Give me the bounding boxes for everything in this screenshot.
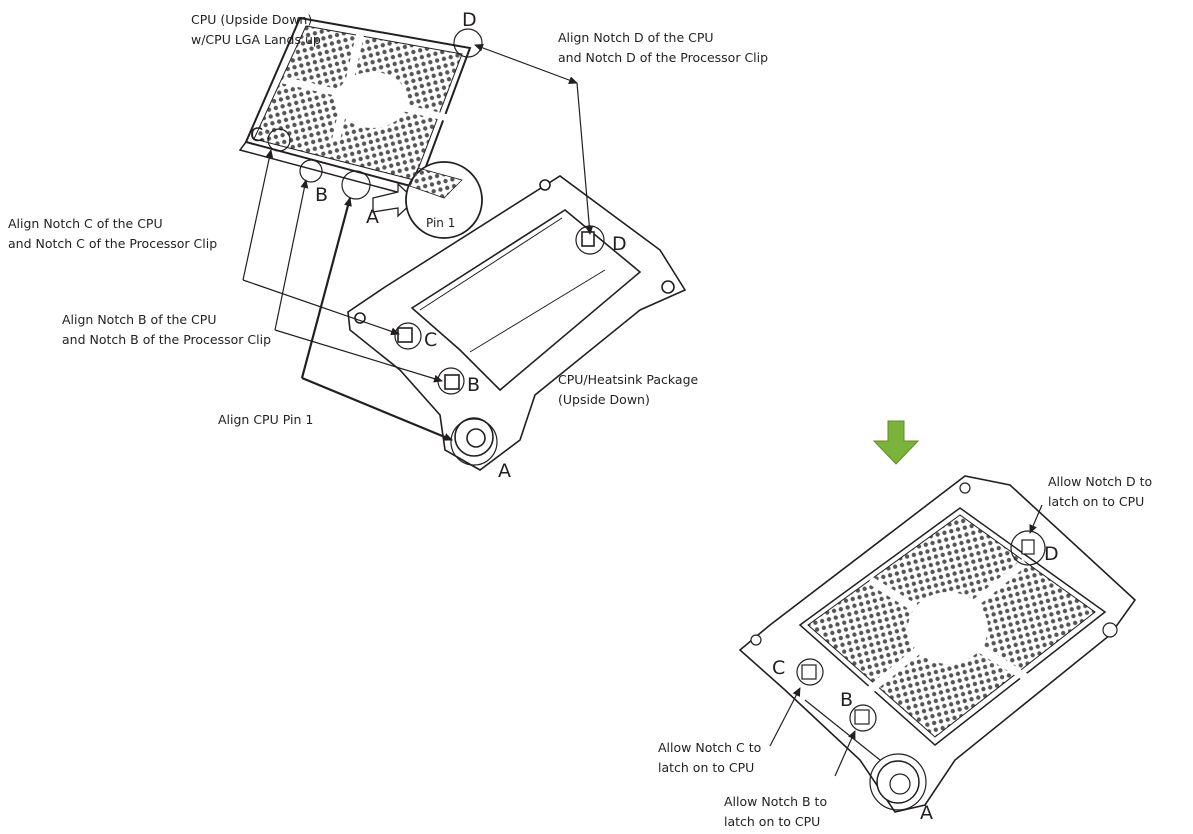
cpu-letter-d: D [462, 9, 477, 31]
down-arrow-icon [872, 420, 920, 465]
align-notch-d-label: Align Notch D of the CPU and Notch D of … [558, 30, 768, 65]
align-notch-b-label: Align Notch B of the CPU and Notch B of … [62, 312, 271, 347]
cpu-letter-a: A [366, 206, 379, 228]
cpu-letter-c: C [250, 124, 263, 146]
package-label: CPU/Heatsink Package (Upside Down) [558, 372, 702, 407]
assembled-notch-circles [796, 530, 1046, 811]
processor-clip-top [347, 175, 687, 471]
align-pin1-label: Align CPU Pin 1 [218, 412, 313, 427]
assembled-letter-a: A [920, 802, 933, 824]
clip-letter-a: A [498, 460, 511, 482]
clip-letter-d: D [612, 233, 627, 255]
assembled-letter-c: C [772, 657, 785, 679]
align-notch-c-label: Align Notch C of the CPU and Notch C of … [8, 216, 217, 251]
assembled-letter-d: D [1044, 543, 1059, 565]
pin1-magnifier [372, 161, 483, 239]
allow-arrows [769, 504, 1043, 777]
cpu-upside-down [238, 16, 483, 200]
cpu-label: CPU (Upside Down) w/CPU LGA Lands up [191, 12, 321, 47]
assembled-clip-with-cpu [738, 475, 1137, 813]
pin1-zoom-label: Pin 1 [426, 216, 455, 230]
clip-notch-circles-top [394, 225, 605, 466]
clip-letter-c: C [424, 329, 437, 351]
cpu-letter-b: B [315, 184, 328, 206]
assembled-letter-b: B [840, 689, 853, 711]
allow-notch-d-label: Allow Notch D to latch on to CPU [1048, 474, 1156, 509]
clip-letter-b: B [467, 374, 480, 396]
allow-notch-b-label: Allow Notch B to latch on to CPU [724, 794, 831, 829]
allow-notch-c-label: Allow Notch C to latch on to CPU [658, 740, 765, 775]
alignment-arrows [242, 44, 594, 442]
